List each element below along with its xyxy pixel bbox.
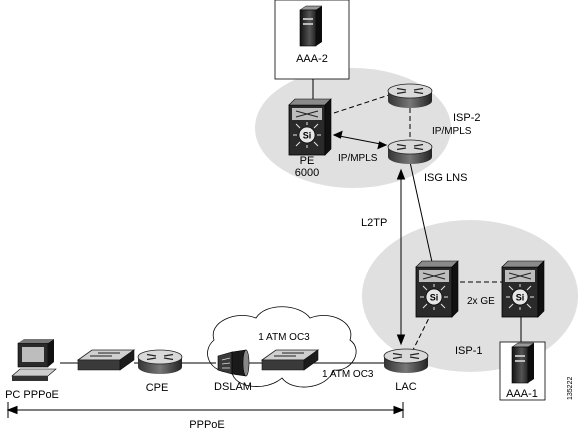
dslam-icon[interactable]: [217, 349, 250, 377]
lac-router-icon[interactable]: [383, 348, 429, 374]
two-x-ge-label: 2x GE: [467, 296, 495, 307]
pc-icon[interactable]: [11, 339, 57, 381]
pe-lns-arrow: [333, 134, 387, 146]
pe-multilayer-switch-icon[interactable]: [288, 98, 332, 156]
isp1-cloud: [362, 220, 578, 372]
isp1-multilayer-switch-right-icon[interactable]: [501, 260, 545, 318]
aaa1-label: AAA-1: [506, 388, 538, 400]
pppoe-label: PPPoE: [189, 419, 224, 431]
ip-mpls-left-label: IP/MPLS: [338, 153, 378, 164]
aaa2-label: AAA-2: [296, 53, 328, 65]
link-lns-ml1: [409, 161, 433, 263]
aaa2-server-icon[interactable]: [299, 5, 323, 47]
lac-label: LAC: [395, 381, 416, 393]
atm-oc3-right-label: 1 ATM OC3: [322, 369, 374, 380]
links: [60, 79, 522, 364]
arrows: [6, 130, 406, 415]
isg-lns-router-icon[interactable]: [387, 139, 433, 165]
isp2-label-line2: IP/MPLS: [432, 126, 472, 137]
isp1-multilayer-switch-left-icon[interactable]: [415, 260, 459, 318]
link-pe-isp2: [333, 93, 393, 114]
figure-id: 135222: [567, 377, 574, 400]
isp2-router-icon[interactable]: [387, 83, 433, 109]
cpe-label: CPE: [146, 382, 169, 394]
pe-label-line1: PE: [300, 155, 315, 167]
isp1-label: ISP-1: [455, 345, 483, 357]
pe-label-line2: 6000: [295, 167, 319, 179]
access-switch-icon[interactable]: [77, 349, 135, 371]
pc-pppoe-label: PC PPPoE: [5, 389, 59, 401]
atm-oc3-top-label: 1 ATM OC3: [258, 332, 310, 343]
isp2-label-line1: ISP-2: [453, 112, 481, 124]
aaa1-server-icon[interactable]: [511, 342, 535, 384]
isg-lns-label: ISG LNS: [424, 172, 467, 184]
dslam-label: DSLAM: [214, 381, 252, 393]
cpe-router-icon[interactable]: [137, 349, 183, 375]
link-ml1-lac: [412, 311, 433, 351]
l2tp-label: L2TP: [361, 217, 387, 229]
